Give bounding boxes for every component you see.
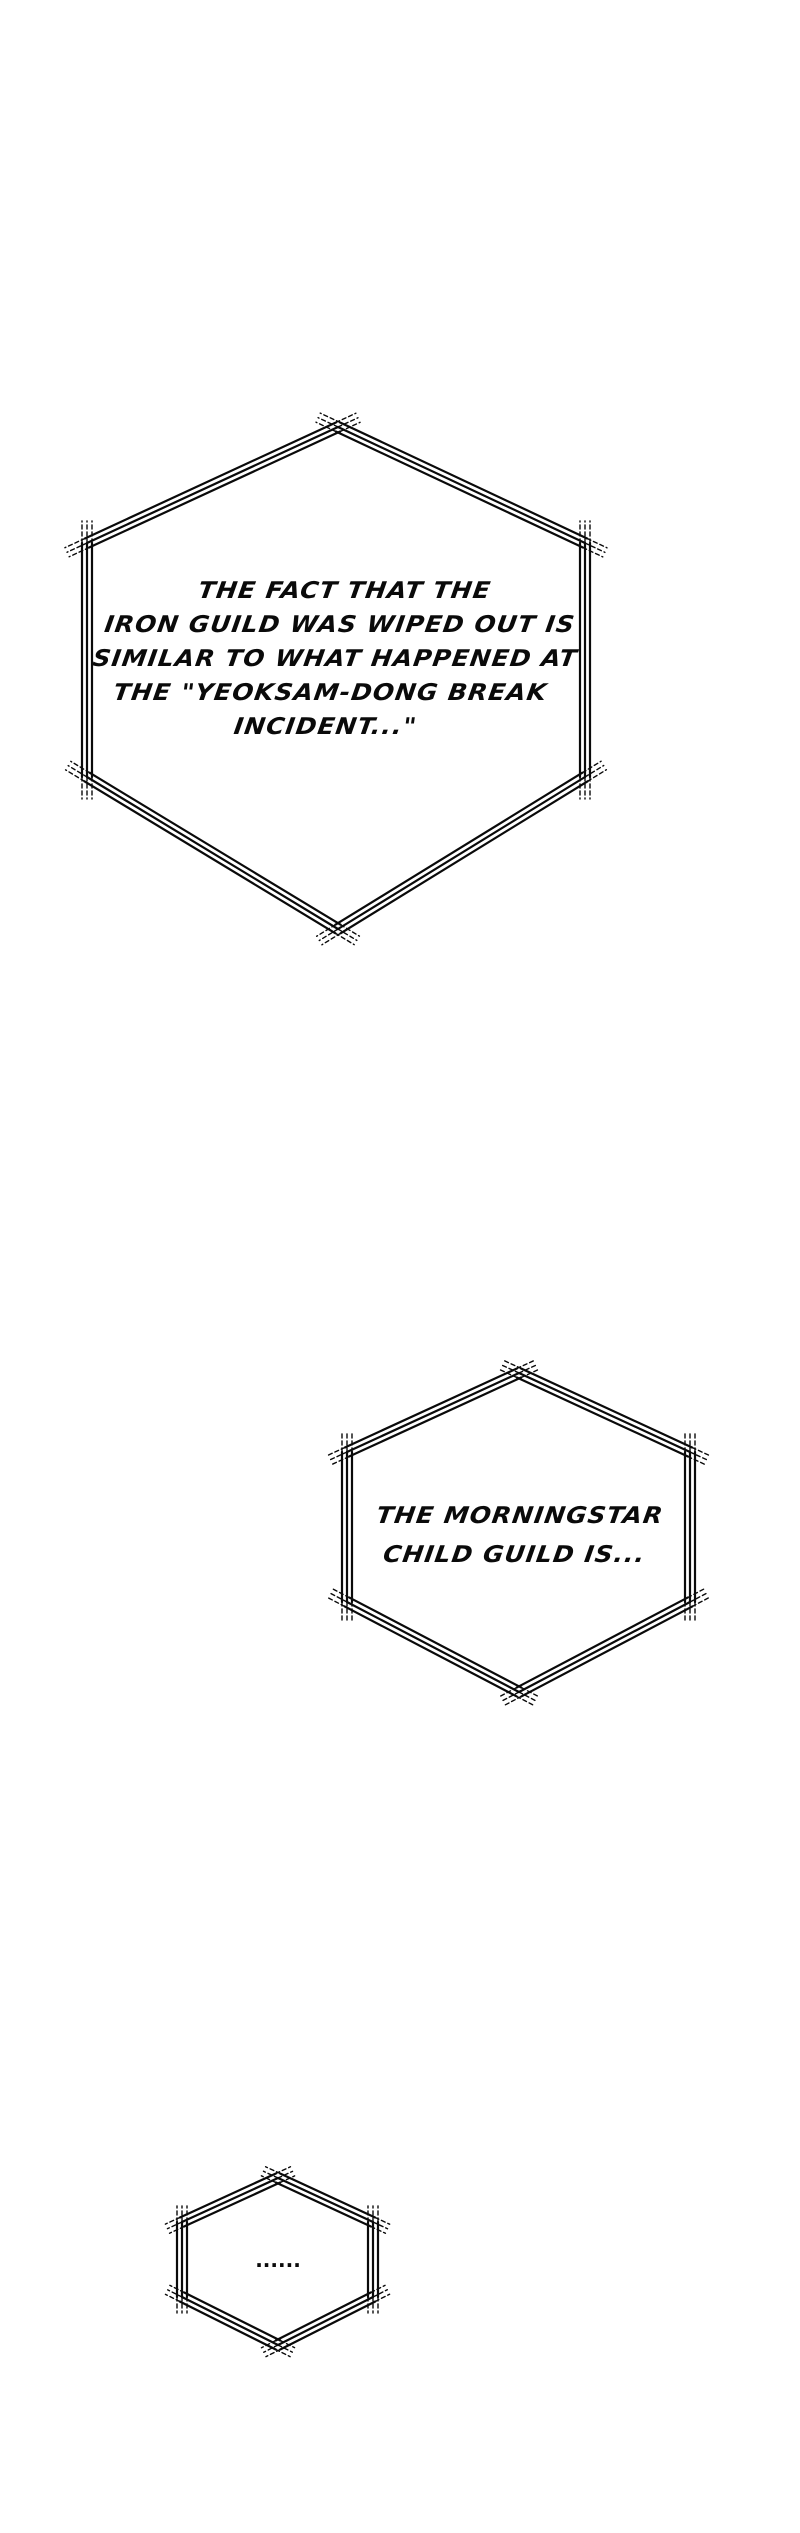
speech-bubble-2-frame	[326, 1359, 711, 1707]
speech-bubble-1-frame	[64, 412, 608, 946]
speech-bubble-3-frame	[164, 2166, 391, 2358]
speech-bubble-3-text: ......	[230, 2248, 326, 2272]
bubble-1-line-2: IRON GUILD WAS WIPED OUT IS	[102, 612, 577, 638]
bubble-1-line-5: INCIDENT..."	[232, 714, 419, 740]
bubble-1-line-4: THE "YEOKSAM-DONG BREAK	[111, 680, 549, 706]
bubble-2-line-2: CHILD GUILD IS...	[381, 1542, 648, 1568]
bubble-3-ellipsis: ......	[255, 2248, 301, 2272]
speech-bubble-2-text: THE MORNINGSTAR CHILD GUILD IS...	[350, 1497, 685, 1575]
speech-bubble-1-text: THE FACT THAT THE IRON GUILD WAS WIPED O…	[64, 574, 606, 744]
bubble-1-line-3: SIMILAR TO WHAT HAPPENED AT	[90, 646, 580, 672]
bubble-2-line-1: THE MORNINGSTAR	[374, 1503, 666, 1529]
bubble-1-line-1: THE FACT THAT THE	[196, 578, 493, 604]
